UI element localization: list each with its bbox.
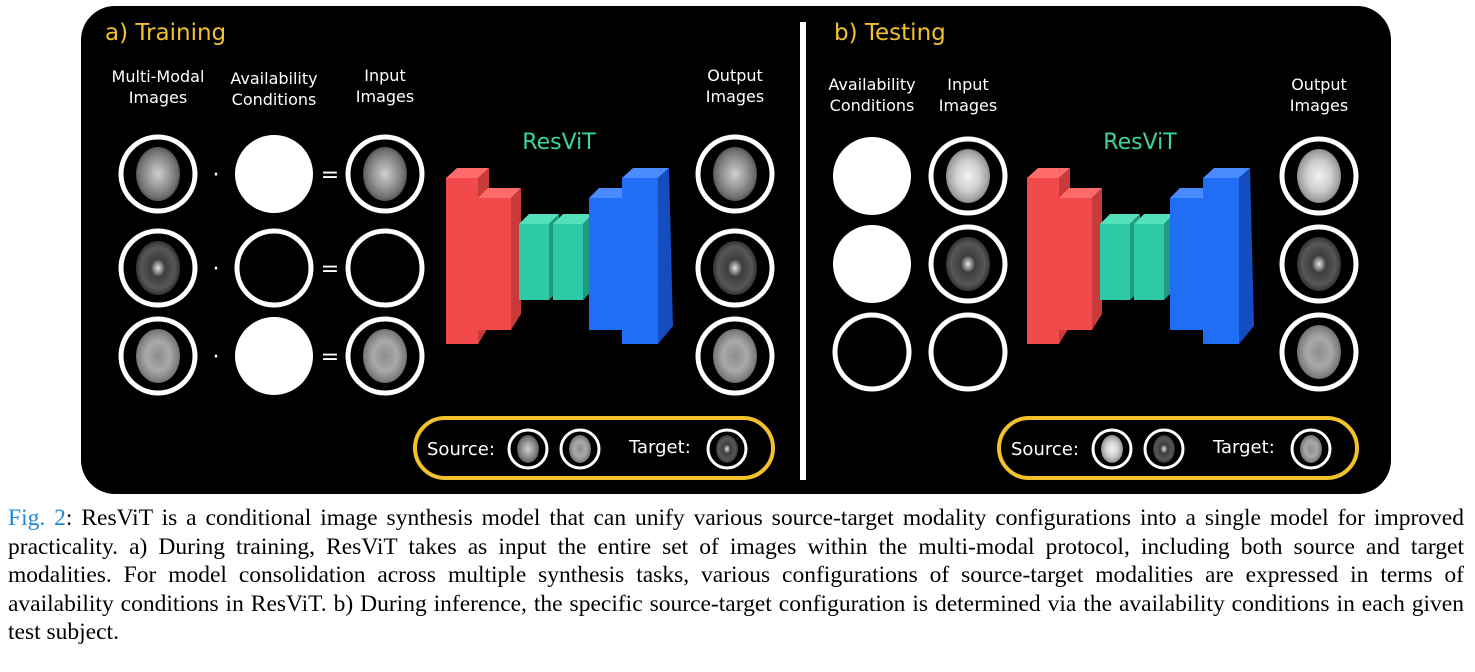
model-label-testing: ResViT xyxy=(1103,130,1177,155)
brain-image-pd xyxy=(118,316,198,396)
multiply-dot: · xyxy=(213,257,220,282)
input-brain-bright xyxy=(928,136,1008,216)
equals-sign: = xyxy=(321,257,339,282)
panel-divider xyxy=(800,22,806,480)
svg-text:Images: Images xyxy=(706,87,764,106)
svg-text:Input: Input xyxy=(947,75,988,94)
svg-text:Source:: Source: xyxy=(427,439,495,460)
input-empty xyxy=(345,228,425,308)
multiply-dot: · xyxy=(213,163,220,188)
header-availability-testing: Availability Conditions xyxy=(828,75,915,115)
availability-filled xyxy=(235,317,313,395)
svg-text:Availability: Availability xyxy=(230,69,317,88)
header-availability-training: Availability Conditions xyxy=(230,69,317,109)
availability-filled xyxy=(833,137,911,215)
output-brain-t2 xyxy=(1279,224,1359,304)
svg-text:Input: Input xyxy=(364,66,405,85)
figure-label[interactable]: Fig. 2 xyxy=(8,505,66,531)
figure-caption: Fig. 2: ResViT is a conditional image sy… xyxy=(8,504,1464,647)
svg-text:Images: Images xyxy=(939,96,997,115)
output-brain-bright xyxy=(1279,136,1359,216)
brain-image-t1 xyxy=(118,134,198,214)
resvit-network-training xyxy=(446,168,673,344)
output-brain-t2 xyxy=(695,228,775,308)
testing-title: b) Testing xyxy=(834,20,946,46)
input-brain-pd xyxy=(345,316,425,396)
svg-text:Conditions: Conditions xyxy=(830,96,915,115)
source-target-legend-testing: Source: Target: xyxy=(997,416,1359,480)
input-brain-t1 xyxy=(345,134,425,214)
svg-text:Target:: Target: xyxy=(628,437,691,458)
svg-text:Images: Images xyxy=(1290,96,1348,115)
brain-image-t2 xyxy=(118,228,198,308)
header-output-training: Output Images xyxy=(706,66,764,106)
training-title: a) Training xyxy=(105,20,226,46)
header-input-training: Input Images xyxy=(356,66,414,106)
svg-text:Multi-Modal: Multi-Modal xyxy=(112,67,205,86)
caption-text: : ResViT is a conditional image synthesi… xyxy=(8,505,1464,645)
availability-filled xyxy=(833,225,911,303)
figure-panel: a) Training b) Testing Multi-Modal Image… xyxy=(81,6,1391,494)
header-multimodal: Multi-Modal Images xyxy=(112,67,205,107)
availability-empty xyxy=(832,312,912,392)
output-brain-pd xyxy=(695,316,775,396)
svg-text:Target:: Target: xyxy=(1212,437,1275,458)
availability-empty xyxy=(234,228,314,308)
model-label-training: ResViT xyxy=(522,130,596,155)
output-brain-pd xyxy=(1279,312,1359,392)
input-empty xyxy=(928,312,1008,392)
availability-filled xyxy=(235,135,313,213)
svg-text:Images: Images xyxy=(356,87,414,106)
svg-text:Conditions: Conditions xyxy=(232,90,317,109)
equals-sign: = xyxy=(321,163,339,188)
svg-text:Source:: Source: xyxy=(1011,439,1079,460)
resvit-network-testing xyxy=(1027,168,1254,344)
source-target-legend-training: Source: Target: xyxy=(413,416,775,480)
svg-text:Output: Output xyxy=(707,66,763,85)
input-brain-t2 xyxy=(928,224,1008,304)
output-brain-t1 xyxy=(695,134,775,214)
header-input-testing: Input Images xyxy=(939,75,997,115)
svg-text:Images: Images xyxy=(129,88,187,107)
svg-text:Output: Output xyxy=(1291,75,1347,94)
equals-sign: = xyxy=(321,345,339,370)
header-output-testing: Output Images xyxy=(1290,75,1348,115)
svg-text:Availability: Availability xyxy=(828,75,915,94)
multiply-dot: · xyxy=(213,345,220,370)
